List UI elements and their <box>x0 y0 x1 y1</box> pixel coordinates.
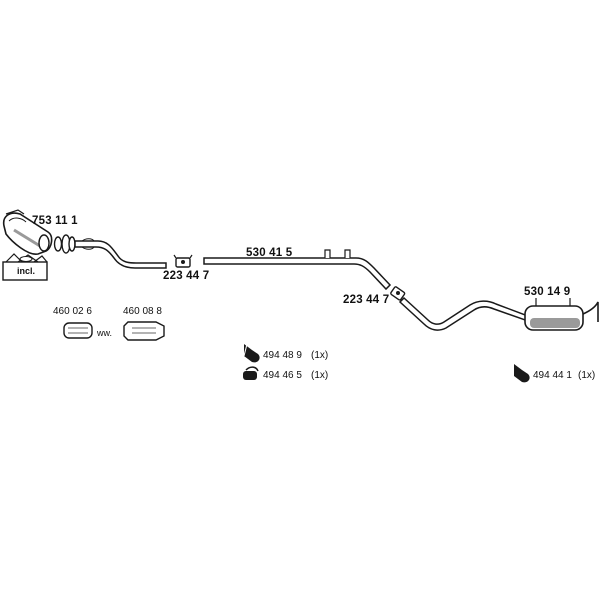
part-label-catalytic: 753 11 1 <box>32 215 78 227</box>
flex-or-label: ww. <box>97 328 113 338</box>
mount-qty-1: (1x) <box>311 350 329 361</box>
gasket-kit-icon <box>2 253 48 281</box>
kit-label: incl. <box>17 266 36 276</box>
mount-code-3: 494 44 1 <box>533 370 572 381</box>
flex-label-b: 460 08 8 <box>123 306 162 317</box>
part-label-clamp-left: 223 44 7 <box>163 270 210 282</box>
rear-muffler[interactable] <box>398 296 599 331</box>
rubber-mount-icon <box>243 366 259 380</box>
mount-code-2: 494 46 5 <box>263 370 302 381</box>
rubber-hanger-icon <box>243 343 260 363</box>
catalytic-converter[interactable] <box>2 209 53 255</box>
part-label-rear-muffler: 530 14 9 <box>524 286 571 298</box>
front-pipe[interactable] <box>53 234 167 269</box>
part-label-middle-pipe: 530 41 5 <box>246 247 293 259</box>
mount-code-1: 494 48 9 <box>263 350 302 361</box>
flex-pipe-b[interactable] <box>123 321 165 341</box>
rubber-hanger-rear-icon <box>514 364 530 383</box>
flex-pipe-a[interactable] <box>63 322 93 339</box>
middle-pipe[interactable] <box>203 249 392 291</box>
mount-qty-3: (1x) <box>578 370 596 381</box>
pipe-clamp-mid-icon[interactable] <box>390 286 406 301</box>
flex-label-a: 460 02 6 <box>53 306 92 317</box>
pipe-clamp-icon[interactable] <box>173 254 193 268</box>
mount-qty-2: (1x) <box>311 370 329 381</box>
part-label-clamp-mid: 223 44 7 <box>343 294 390 306</box>
